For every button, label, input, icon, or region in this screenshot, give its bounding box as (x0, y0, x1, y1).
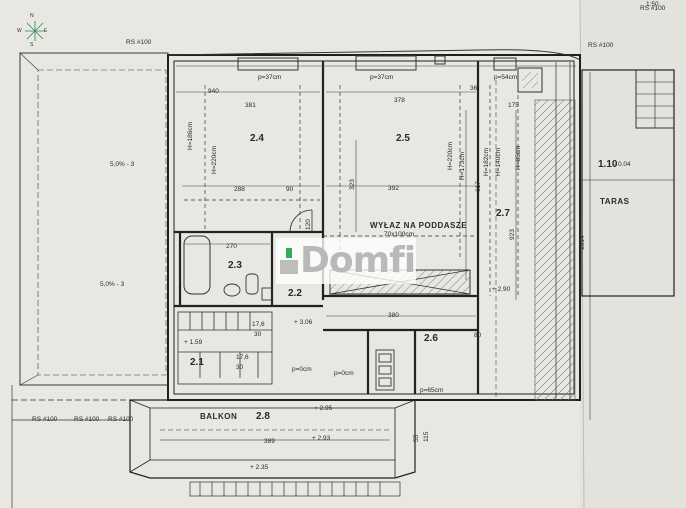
stair-run-2: 30 (236, 364, 244, 371)
dim-175: 175 (508, 102, 519, 109)
compass-w: W (17, 28, 22, 34)
dim-h86: H=86cm (515, 145, 522, 170)
room-2-8: 2.8 (256, 411, 270, 422)
rs-top-right: RS #100 (588, 42, 614, 49)
stair-rise-1: 17,6 (252, 321, 265, 328)
left-roof-outline (19, 52, 169, 386)
dim-323: 323 (349, 179, 356, 190)
window-3: p=54cm (494, 74, 518, 81)
dim-55: 55 (413, 434, 420, 442)
dim-h186: H=186cm (187, 122, 194, 150)
dim-h140: H=140cm (495, 148, 502, 176)
level-235: + 2.35 (250, 464, 269, 471)
dim-389: 389 (264, 438, 275, 445)
dim-h220a: H=220cm (211, 146, 218, 174)
dim-36: 36 (470, 85, 478, 92)
room-2-3: 2.3 (228, 260, 242, 271)
dim-940: 940 (208, 88, 219, 95)
dim-378: 378 (394, 97, 405, 104)
rs-bottom-1: RS #100 (32, 416, 58, 423)
dim-h173: H=173cm (459, 152, 466, 180)
dim-120: 120 (305, 219, 312, 230)
balcony-label: BALKON (200, 412, 238, 421)
compass-e: E (44, 28, 48, 34)
watermark-backdrop (276, 238, 416, 284)
dim-80: 80 (474, 332, 482, 339)
watermark-logo-icon (280, 248, 300, 276)
dim-381: 381 (245, 102, 256, 109)
slope-2: 5,0% - 3 (100, 281, 125, 288)
dim-90: 90 (286, 186, 294, 193)
door-3: p=65cm (420, 387, 444, 394)
scale-label: 1:50 (646, 1, 659, 8)
window-1: p=37cm (258, 74, 282, 81)
dim-h182: H=182cm (483, 148, 490, 176)
terrace-label: TARAS (600, 197, 630, 206)
balcony-outline (129, 399, 416, 479)
room-2-4: 2.4 (250, 133, 264, 144)
stair-rise-2: 17,6 (236, 354, 249, 361)
dim-1014: 1014 (579, 235, 586, 250)
rs-top-right-2: RS #100 (640, 5, 666, 12)
level-290: + 2.90 (492, 286, 511, 293)
terrace-outline (581, 69, 675, 297)
compass-n: N (30, 13, 34, 19)
compass-icon (22, 18, 48, 44)
attic-exit-label: WYŁAZ NA PODDASZE (370, 221, 468, 230)
dim-270: 270 (226, 243, 237, 250)
door-1: p=0cm (292, 366, 312, 373)
room-2-5: 2.5 (396, 133, 410, 144)
rs-bottom-2: RS #100 (74, 416, 100, 423)
room-1-10: 1.10 (598, 159, 618, 170)
stair-run-1: 30 (254, 331, 262, 338)
dim-923: 923 (509, 229, 516, 240)
attic-exit-size: 70x100cm (384, 231, 414, 238)
room-2-2: 2.2 (288, 288, 302, 299)
dim-617: 617 (475, 181, 482, 192)
rs-bottom-3: RS #100 (108, 416, 134, 423)
level-159: + 1.59 (184, 339, 203, 346)
compass-s: S (30, 42, 34, 48)
level-004: - 0.04 (614, 161, 631, 168)
room-2-6: 2.6 (424, 333, 438, 344)
dim-288: 288 (234, 186, 245, 193)
rs-top-left: RS #100 (126, 39, 152, 46)
dim-115: 115 (423, 431, 430, 442)
level-293: + 2.93 (312, 435, 331, 442)
dim-h220b: H=220cm (447, 142, 454, 170)
door-2: p=0cm (334, 370, 354, 377)
level-306: + 3.06 (294, 319, 313, 326)
stair-steps (177, 311, 273, 385)
window-2: p=37cm (370, 74, 394, 81)
room-2-7: 2.7 (496, 208, 510, 219)
level-295: + 2.95 (314, 405, 333, 412)
dim-392: 392 (388, 185, 399, 192)
room-2-1: 2.1 (190, 357, 204, 368)
slope-1: 5,0% - 3 (110, 161, 135, 168)
dim-380: 380 (388, 312, 399, 319)
watermark-text: Domfi (300, 240, 416, 281)
